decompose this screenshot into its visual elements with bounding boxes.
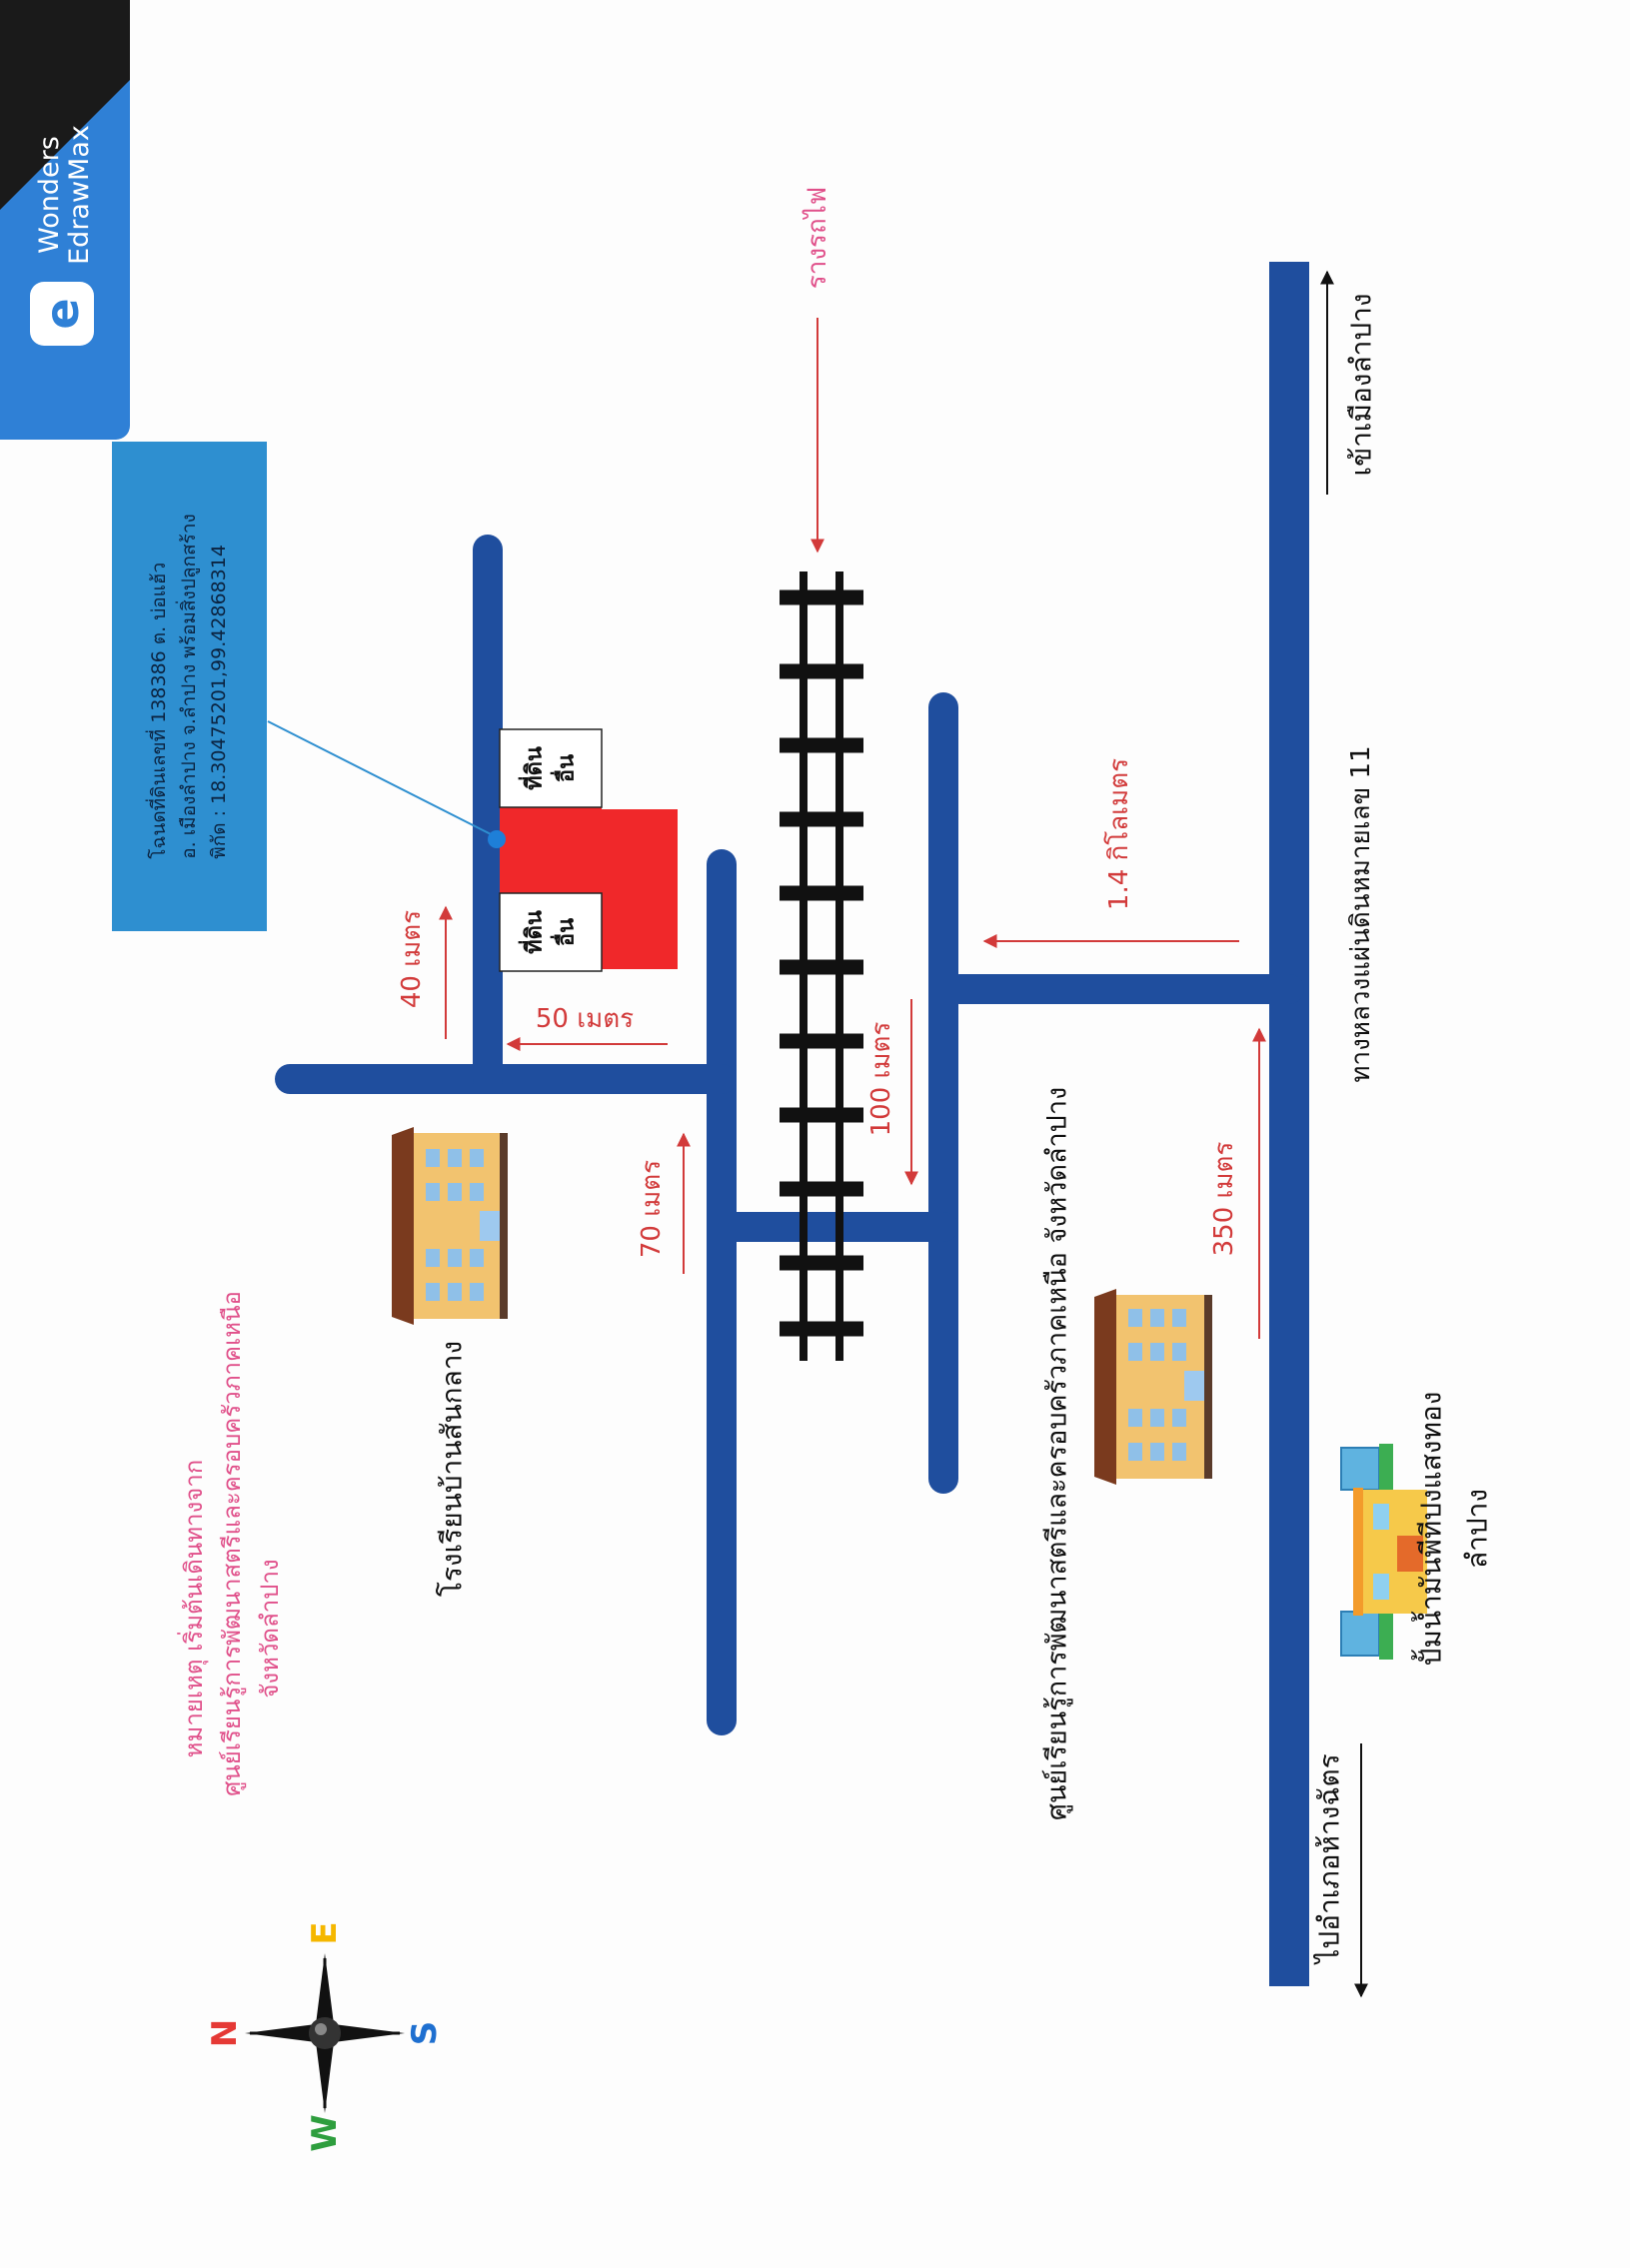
rail-ties xyxy=(780,589,863,1337)
railway-track xyxy=(780,571,863,1361)
school-roof xyxy=(392,1127,414,1325)
brand-line-1: Wonders xyxy=(34,136,65,254)
other-land-1-line2: อื่น xyxy=(550,754,580,782)
distance-350m-label: 350 เมตร xyxy=(1209,1142,1239,1257)
land-info-line-1: โฉนดที่ดินเลขที่ 138386 ต. บ่อแฮ้ว xyxy=(148,562,170,859)
to-hang-chat-label: ไปอำเภอห้างฉัตร xyxy=(1313,1753,1346,1964)
compass-icon: N E S W xyxy=(205,1921,445,2151)
school-windows xyxy=(426,1149,484,1301)
note-line-1: หมายเหตุ เริ่มต้นเดินทางจาก xyxy=(177,1460,209,1758)
land-info-line-2: อ. เมืองลำปาง จ.ลำปาง พร้อมสิ่งปลูกสร้าง xyxy=(178,514,200,859)
distance-arrows xyxy=(439,905,1266,1339)
center-windows xyxy=(1128,1309,1186,1461)
center-roof xyxy=(1094,1289,1116,1485)
gas-station-tower-top xyxy=(1340,1447,1380,1491)
center-entrance xyxy=(1184,1371,1204,1401)
brand-line-2: EdrawMax xyxy=(64,125,95,265)
to-lampang-city-label: เข้าเมืองลำปาง xyxy=(1345,294,1378,477)
distance-70m-label: 70 เมตร xyxy=(637,1160,667,1258)
school-entrance xyxy=(480,1211,500,1241)
target-plot-west xyxy=(500,807,602,893)
edrawmax-logo-icon: e xyxy=(30,282,94,346)
compass-north-letter: N xyxy=(205,2019,245,2047)
other-land-2-line1: ที่ดิน xyxy=(518,910,548,954)
school-building-icon xyxy=(392,1127,508,1325)
other-land-plot-2 xyxy=(499,892,603,972)
roads xyxy=(275,262,1309,1986)
land-plots xyxy=(499,728,678,972)
brand-corner xyxy=(0,0,130,210)
gas-station-window-2 xyxy=(1373,1574,1389,1600)
gas-station-window-1 xyxy=(1373,1504,1389,1530)
land-info-box: โฉนดที่ดินเลขที่ 138386 ต. บ่อแฮ้ว อ. เม… xyxy=(112,442,267,931)
gas-station-label-line1: ปั้มน้ำมันพีทีปงแสงทอง xyxy=(1411,1392,1448,1667)
brand-banner: e Wonders EdrawMax xyxy=(0,0,130,440)
distance-1-4km-label: 1.4 กิโลเมตร xyxy=(1103,758,1134,910)
school-name-label: โรงเรียนบ้านสันกลาง xyxy=(436,1341,469,1597)
other-land-1-line1: ที่ดิน xyxy=(518,746,548,790)
compass-east-letter: E xyxy=(305,1921,345,1944)
gas-station-icon xyxy=(1340,1444,1427,1660)
info-leader-line xyxy=(267,720,498,838)
target-plot-east xyxy=(602,809,678,969)
center-building-icon xyxy=(1094,1289,1212,1485)
other-land-plot-1 xyxy=(499,728,603,808)
school-foundation xyxy=(500,1133,508,1319)
center-name-label: ศูนย์เรียนรู้การพัฒนาสตรีและครอบครัวภาคเ… xyxy=(1041,1087,1073,1820)
gas-station-label-line2: ลำปาง xyxy=(1461,1489,1494,1569)
gas-station-door xyxy=(1397,1536,1423,1572)
distance-50m-label: 50 เมตร xyxy=(536,1004,634,1034)
distance-100m-label: 100 เมตร xyxy=(866,1022,896,1137)
map-labels: รางรถไฟ เข้าเมืองลำปาง ทางหลวงแผ่นดินหมา… xyxy=(177,187,1494,1965)
location-pin xyxy=(488,830,506,848)
distance-40m-label: 40 เมตร xyxy=(397,910,427,1008)
gas-station-canopy xyxy=(1353,1488,1363,1616)
compass-south-letter: S xyxy=(405,2021,445,2046)
compass-west-letter: W xyxy=(305,2114,345,2152)
note-line-2: ศูนย์เรียนรู้การพัฒนาสตรีและครอบครัวภาคเ… xyxy=(218,1291,247,1796)
center-foundation xyxy=(1204,1295,1212,1479)
other-land-2-line2: อื่น xyxy=(550,918,580,946)
gas-station-tower-bottom xyxy=(1340,1611,1380,1657)
land-info-line-3: พิกัด : 18.30475201,99.42868314 xyxy=(208,545,230,859)
railway-label: รางรถไฟ xyxy=(802,187,832,289)
note-line-3: จังหวัดลำปาง xyxy=(256,1559,284,1698)
highway-11-label: ทางหลวงแผ่นดินหมายเลข 11 xyxy=(1346,745,1376,1082)
